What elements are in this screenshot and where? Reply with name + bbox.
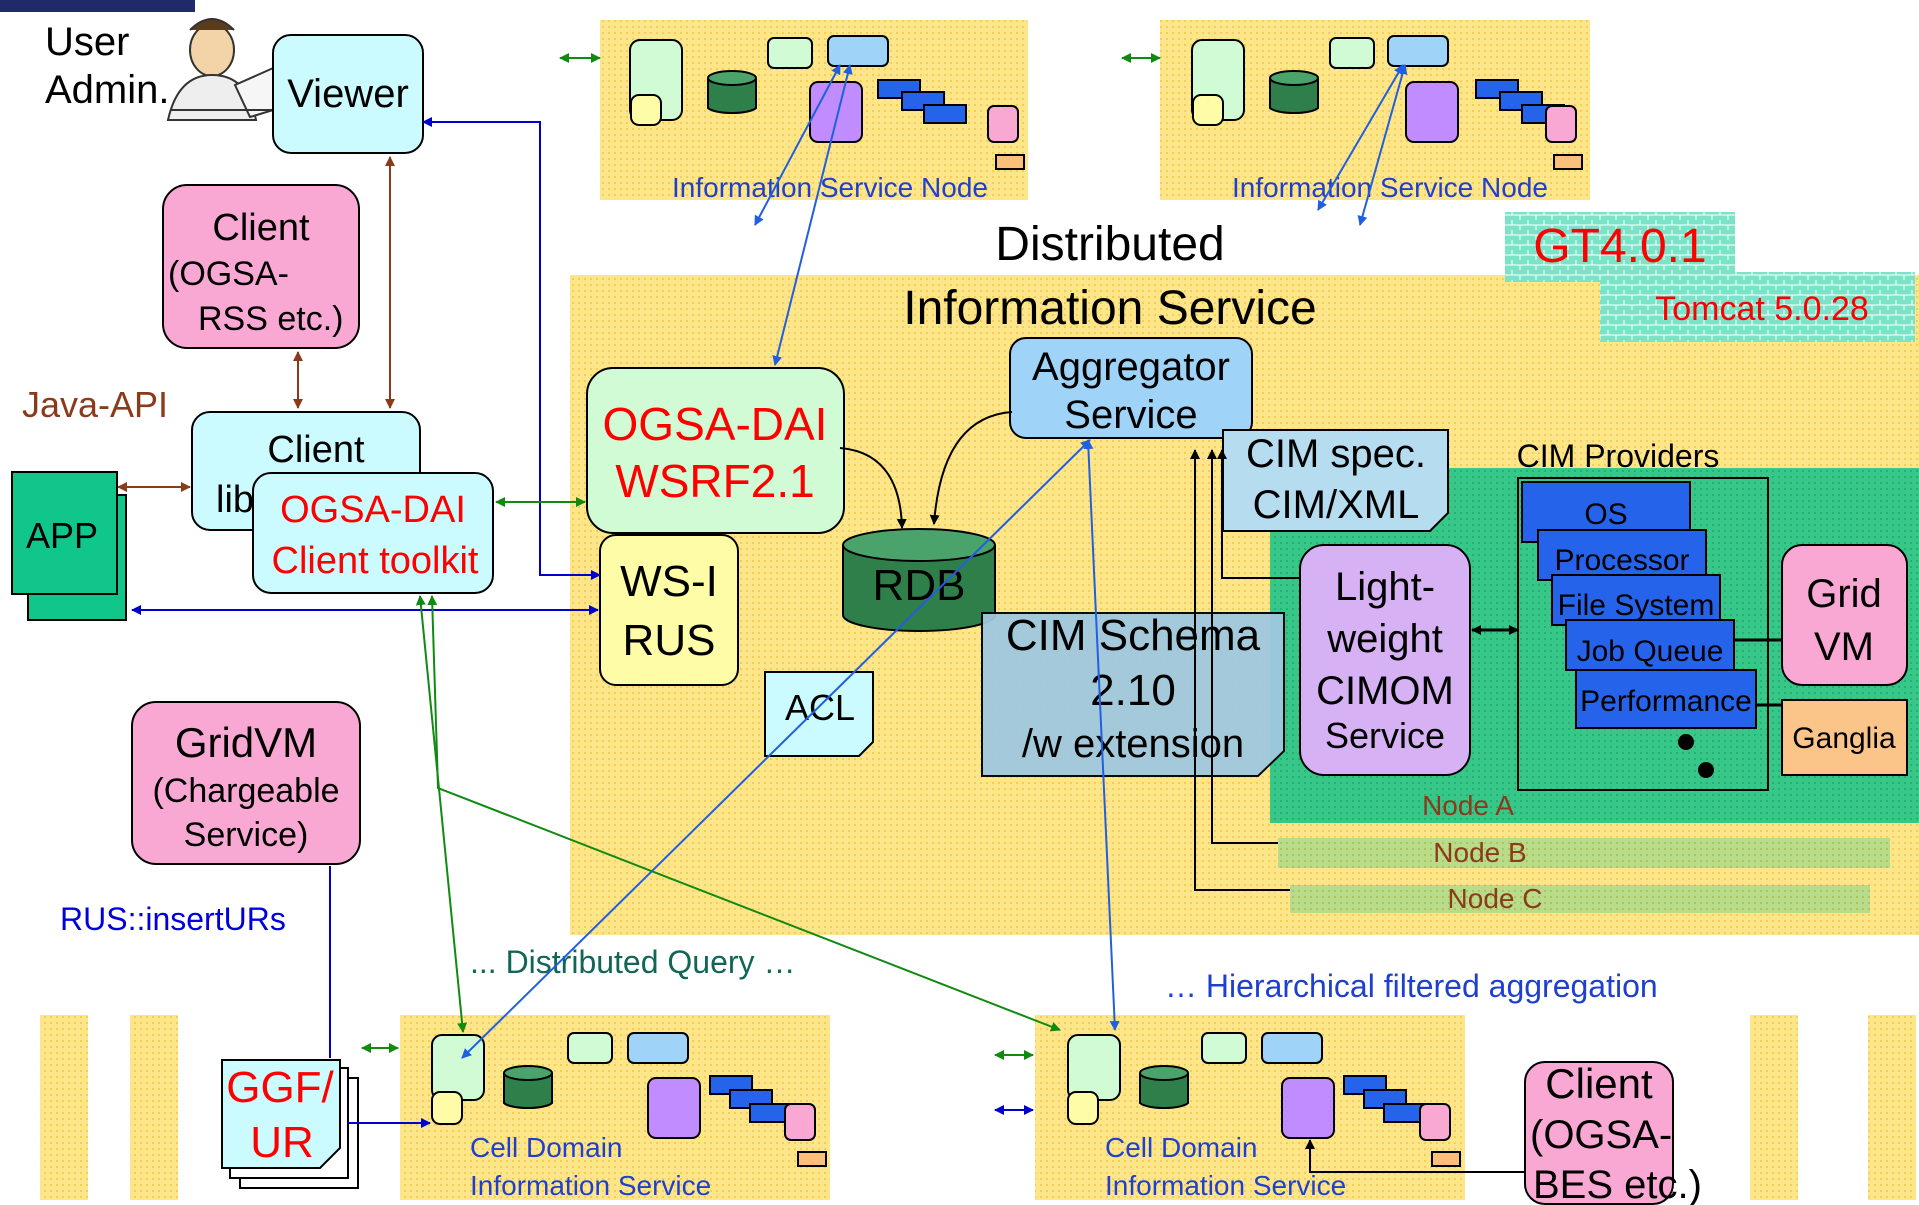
provider-processor[interactable]: Processor — [1537, 529, 1707, 581]
app-doc-front[interactable] — [11, 471, 118, 595]
ggf-line1: GGF/ — [226, 1063, 334, 1112]
dis-title-line2: Information Service — [903, 282, 1317, 335]
info-node-label-2: Information Service Node — [1232, 172, 1548, 203]
gridvm-left-box[interactable] — [131, 701, 361, 865]
cim-spec-line2: CIM/XML — [1253, 483, 1420, 527]
user-label-line2: Admin. — [45, 68, 170, 112]
deco-column-4 — [1868, 1015, 1916, 1200]
tomcat-label: Tomcat 5.0.28 — [1655, 290, 1869, 328]
viewer-label: Viewer — [287, 72, 409, 116]
viewer-box[interactable] — [272, 34, 424, 154]
deco-column-1 — [40, 1015, 88, 1200]
gt-version: GT4.0.1 — [1533, 220, 1706, 273]
java-api-label: Java-API — [22, 384, 168, 425]
dai-toolkit-line1: OGSA-DAI — [280, 489, 466, 531]
ellipsis-dot-1 — [1678, 734, 1694, 750]
cimom-line2: weight — [1326, 617, 1443, 661]
info-service-node-1: Information Service Node — [600, 20, 1028, 203]
ogsa-dai-line1: OGSA-DAI — [603, 398, 828, 450]
node-b-band — [1278, 838, 1890, 868]
gridvm-left-line1: GridVM — [175, 719, 317, 766]
ggf-line2: UR — [250, 1118, 314, 1167]
wsi-rus-line2: RUS — [623, 616, 716, 665]
gridvm-right-line2: VM — [1814, 625, 1874, 669]
acl-label: ACL — [785, 687, 855, 728]
cim-schema-line3: /w extension — [1022, 722, 1244, 766]
node-c-band — [1290, 885, 1870, 913]
app-label: APP — [26, 515, 98, 556]
svg-text:Performance: Performance — [1580, 685, 1752, 718]
node-a-label: Node A — [1422, 790, 1514, 821]
svg-text:Job Queue: Job Queue — [1577, 635, 1724, 668]
provider-job-queue[interactable]: Job Queue — [1565, 619, 1735, 671]
ogsa-dai-box[interactable] — [586, 367, 845, 534]
provider-performance[interactable]: Performance — [1575, 669, 1757, 729]
cimom-line3: CIMOM — [1316, 669, 1454, 713]
client-bes-line3: BES etc.) — [1533, 1163, 1702, 1205]
cim-providers-title: CIM Providers — [1517, 438, 1720, 474]
ggf-doc-front[interactable] — [221, 1059, 341, 1169]
cimom-box[interactable] — [1299, 544, 1471, 776]
title-tab — [0, 0, 195, 12]
client-rss-line3: RSS etc.) — [198, 300, 343, 338]
svg-text:File System: File System — [1558, 589, 1715, 622]
ganglia-box[interactable] — [1781, 699, 1908, 776]
tomcat-badge — [1600, 272, 1915, 342]
gt-badge — [1505, 212, 1735, 282]
distributed-query-label: ... Distributed Query … — [470, 944, 795, 980]
deco-column-3 — [1750, 1015, 1798, 1200]
gridvm-left-line2: (Chargeable — [152, 772, 339, 810]
cell-label-1-line2: Information Service — [470, 1170, 711, 1201]
client-bes-box[interactable] — [1524, 1061, 1674, 1205]
client-rss-line2: (OGSA- — [168, 255, 289, 293]
ogsa-dai-line2: WSRF2.1 — [615, 455, 814, 507]
client-rss-line1: Client — [212, 207, 310, 249]
aggregator-line2: Service — [1064, 393, 1197, 437]
cim-schema-line2: 2.10 — [1090, 666, 1176, 715]
wsi-rus-line1: WS-I — [620, 557, 718, 606]
rus-insert-label: RUS::insertURs — [60, 901, 286, 937]
cimom-line4: Service — [1325, 715, 1445, 756]
ganglia-label: Ganglia — [1792, 722, 1896, 755]
provider-file-system[interactable]: File System — [1551, 574, 1721, 626]
cim-spec-line1: CIM spec. — [1246, 432, 1426, 476]
aggregator-box[interactable] — [1009, 337, 1253, 439]
ellipsis-dot-2 — [1698, 762, 1714, 778]
aggregator-line1: Aggregator — [1032, 345, 1230, 389]
cell-label-2-line1: Cell Domain — [1105, 1132, 1258, 1163]
svg-text:OS: OS — [1584, 498, 1627, 531]
gridvm-left-line3: Service) — [184, 816, 309, 854]
dis-title-line1: Distributed — [995, 218, 1224, 271]
user-admin-icon — [166, 18, 292, 121]
client-bes-line1: Client — [1545, 1060, 1653, 1107]
cell-label-1-line1: Cell Domain — [470, 1132, 623, 1163]
hier-aggregation-label: … Hierarchical filtered aggregation — [1165, 968, 1658, 1004]
node-b-label: Node B — [1433, 837, 1526, 868]
dai-toolkit-line2: Client toolkit — [272, 540, 479, 582]
gridvm-right-line1: Grid — [1806, 572, 1882, 616]
client-lib-line1: Client — [267, 429, 365, 471]
cell-domain-1: Cell Domain Information Service — [400, 1015, 830, 1201]
user-label-line1: User — [45, 20, 129, 64]
node-c-label: Node C — [1448, 883, 1543, 914]
client-bes-line2: (OGSA- — [1530, 1113, 1672, 1157]
gridvm-right-box[interactable] — [1781, 544, 1908, 686]
cim-schema-line1: CIM Schema — [1006, 611, 1261, 660]
connector-arrows — [117, 53, 1525, 1173]
cell-label-2-line2: Information Service — [1105, 1170, 1346, 1201]
client-lib-line2: lib — [216, 479, 254, 521]
rdb-label: RDB — [873, 561, 966, 610]
deco-column-2 — [130, 1015, 178, 1200]
info-node-label-1: Information Service Node — [672, 172, 988, 203]
client-rss-box[interactable] — [162, 184, 360, 349]
cimom-line1: Light- — [1335, 565, 1435, 609]
cell-domain-2: Cell Domain Information Service — [1035, 1015, 1465, 1201]
rdb-cylinder: RDB — [842, 528, 996, 632]
svg-text:Processor: Processor — [1554, 544, 1689, 577]
